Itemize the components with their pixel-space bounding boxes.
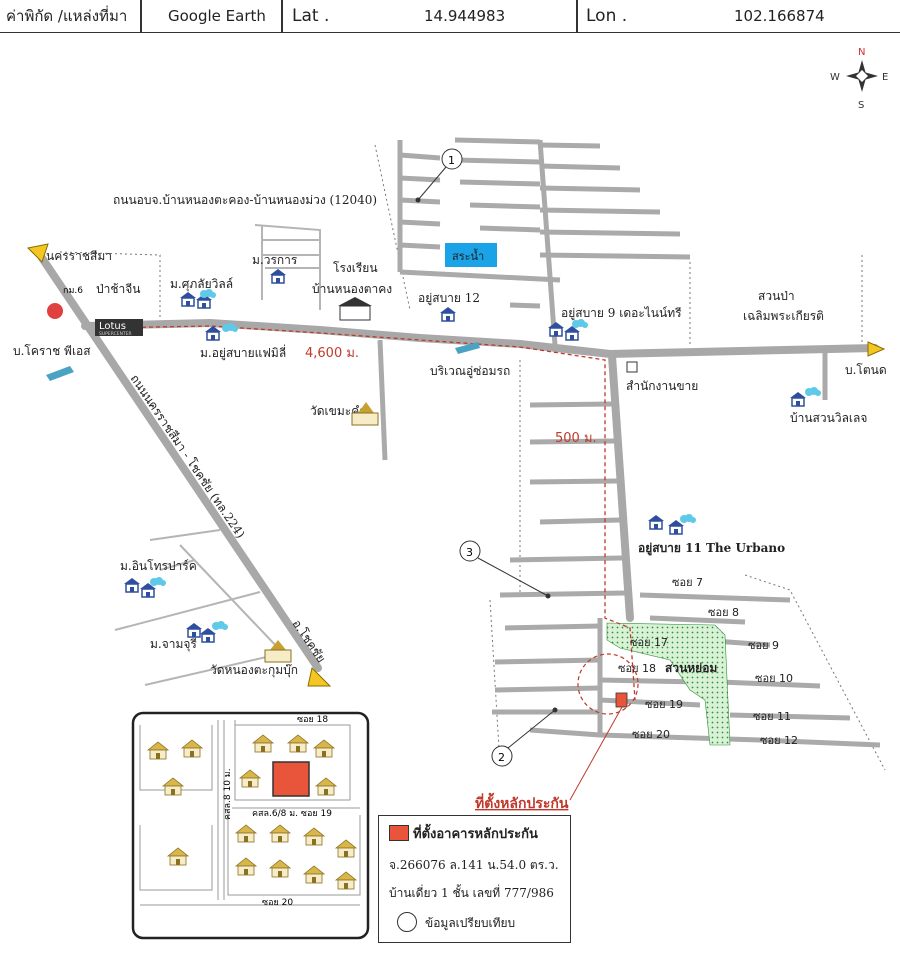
inset-soi18: ซอย 18	[297, 715, 328, 725]
label-road-12040: ถนนอบจ.บ้านหนองตะคอง-บ้านหนองม่วง (12040…	[113, 193, 377, 207]
source-value: Google Earth	[168, 7, 266, 25]
comparable-marker-1: 1	[415, 148, 463, 203]
lon-label: Lon .	[586, 6, 628, 26]
label-soi7: ซอย 7	[672, 576, 703, 589]
label-soi11: ซอย 11	[753, 710, 791, 723]
label-korat-ps: บ.โคราช พีเอส	[13, 344, 91, 358]
location-map: N S E W	[13, 47, 888, 940]
comparable-marker-2: 2	[491, 707, 558, 767]
label-yoosabai12: อยู่สบาย 12	[418, 291, 480, 306]
label-collateral-pointer: ที่ตั้งหลักประกัน	[475, 792, 569, 812]
temple-icon	[351, 402, 379, 426]
legend-title: ที่ตั้งอาคารหลักประกัน	[413, 827, 538, 842]
suan-yom-park	[606, 622, 731, 746]
label-pachaijin: ป่าช้าจีน	[96, 282, 140, 296]
label-soi18: ซอย 18	[618, 662, 656, 675]
label-500: 500 ม.	[555, 431, 597, 446]
inset-road-side: คสล.8 10 ม.	[223, 768, 233, 820]
label-school2: บ้านหนองตาคง	[312, 282, 392, 296]
garage-icon	[455, 342, 480, 354]
label-km6: กม.6	[63, 286, 83, 296]
collateral-circle	[577, 653, 639, 715]
label-tonk: บ.โตนด	[845, 363, 887, 377]
label-soi9: ซอย 9	[748, 639, 779, 652]
label-park1: สวนป่า	[758, 289, 795, 303]
route-line	[99, 325, 636, 701]
arrow-chokchai	[307, 667, 332, 687]
legend-compare: ข้อมูลเปรียบเทียบ	[425, 916, 516, 930]
svg-text:3: 3	[466, 546, 473, 559]
road-south	[608, 352, 634, 622]
factory-icon	[46, 366, 74, 381]
label-inthara: ม.อินโทรปาร์ค	[120, 559, 197, 573]
west-subdivisions	[114, 224, 321, 686]
label-nakhon: นครราชสีมา	[46, 249, 112, 263]
label-soi8: ซอย 8	[708, 606, 739, 619]
compass-e: E	[882, 72, 888, 83]
lat-label: Lat .	[292, 6, 330, 26]
label-yoosabai9: อยู่สบาย 9 เดอะไนน์ทรี	[561, 306, 682, 321]
legend-line2: บ้านเดี่ยว 1 ชั้น เลขที่ 777/986	[389, 886, 554, 900]
compass-s: S	[858, 100, 864, 111]
label-garage: บริเวณอู่ซ่อมรถ	[430, 364, 510, 379]
map-pin-icon	[47, 303, 63, 319]
secondary-roads	[377, 137, 881, 748]
legend-line1: จ.266076 ล.141 น.54.0 ตร.ว.	[389, 858, 559, 872]
comparable-marker-3: 3	[459, 540, 551, 599]
label-nongtaklum: วัดหนองตะกุมบุ๊ก	[210, 663, 298, 678]
inset-soi20: ซอย 20	[262, 898, 293, 908]
label-soi17: ซอย 17	[630, 636, 668, 649]
lotus-logo	[95, 319, 143, 336]
inset-map: ซอย 18 คสล.6/8 ม. ซอย 19 ซอย 20 คสล.8 10…	[131, 711, 370, 940]
collateral-marker	[615, 692, 628, 708]
legend-box: ที่ตั้งอาคารหลักประกัน จ.266076 ล.141 น.…	[378, 815, 571, 943]
label-family: ม.อยู่สบายแฟมิลี่	[200, 344, 286, 361]
legend-swatch	[389, 825, 409, 841]
compass-icon: N S E W	[830, 47, 888, 111]
label-soi20: ซอย 20	[632, 728, 670, 741]
label-worakarn: ม.วรการ	[252, 253, 298, 267]
label-yoosabai11: อยู่สบาย 11 The Urbano	[638, 541, 785, 556]
highway-224	[38, 254, 322, 672]
label-suanvilla: บ้านสวนวิลเลจ	[790, 411, 867, 425]
inset-collateral	[272, 761, 310, 797]
arrow-tonk	[867, 341, 886, 357]
label-suphalai: ม.ศุภลัยวิลล์	[170, 277, 233, 292]
school-icon	[338, 297, 372, 321]
label-park2: เฉลิมพระเกียรติ	[743, 309, 824, 323]
svg-text:1: 1	[448, 154, 455, 167]
lotus-label: Lotus	[99, 321, 126, 332]
lat-value: 14.944983	[424, 7, 506, 25]
label-soi10: ซอย 10	[755, 672, 793, 685]
label-chamjuri: ม.จามจุรี	[150, 637, 197, 652]
label-4600: 4,600 ม.	[305, 346, 359, 361]
label-sales-office: สำนักงานขาย	[626, 379, 698, 393]
svg-text:2: 2	[498, 751, 505, 764]
compass-w: W	[830, 72, 840, 83]
label-highway: ถนนนครราชสีมา - โชคชัย (ทล.224)	[128, 372, 248, 541]
lon-value: 102.166874	[734, 7, 825, 25]
compass-n: N	[858, 47, 865, 58]
pond-label: สระน้ำ	[452, 248, 484, 263]
temple-icon-2	[264, 640, 292, 663]
compare-circle-icon	[397, 912, 417, 932]
sales-office-icon	[626, 361, 638, 373]
lotus-sub: SUPERCENTER	[99, 331, 132, 337]
label-suan-yom: สวนหย่อม	[665, 661, 717, 675]
label-soi12: ซอย 12	[760, 734, 798, 747]
inset-soi19: คสล.6/8 ม. ซอย 19	[252, 809, 332, 819]
coordinate-header: ค่าพิกัด /แหล่งที่มา Google Earth Lat . …	[0, 0, 900, 33]
pond	[445, 243, 497, 267]
main-roads	[38, 254, 879, 672]
label-soi19: ซอย 19	[645, 698, 683, 711]
arrow-nakhon	[26, 243, 49, 263]
label-school1: โรงเรียน	[333, 261, 378, 275]
coord-label: ค่าพิกัด /แหล่งที่มา	[6, 7, 128, 25]
